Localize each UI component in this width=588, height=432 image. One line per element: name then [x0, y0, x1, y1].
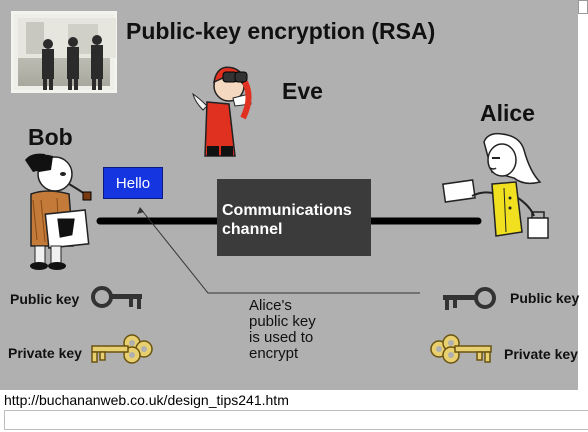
source-url[interactable]: http://buchananweb.co.uk/design_tips241.…	[4, 392, 289, 408]
annotation-pointer	[139, 207, 420, 294]
diagram-title: Public-key encryption (RSA)	[126, 18, 436, 44]
alice-public-key-label: Public key	[510, 290, 580, 306]
bob-public-key-label: Public key	[10, 291, 80, 307]
eve-label: Eve	[282, 78, 323, 104]
encrypt-annotation: Alice's public key is used to encrypt	[249, 298, 316, 362]
annotation-line2: public key	[249, 313, 316, 330]
annotation-line1: Alice's	[249, 297, 292, 314]
slide-right-margin	[578, 0, 588, 390]
hello-message-box: Hello	[103, 167, 163, 199]
bob-reading-icon	[25, 153, 92, 270]
bob-private-key-label: Private key	[8, 345, 82, 361]
alice-label: Alice	[480, 100, 535, 126]
channel-text-line1: Communications	[222, 202, 352, 219]
alice-private-key-label: Private key	[504, 346, 578, 362]
eavesdropper-binoculars-icon	[192, 66, 252, 157]
bob-private-key-icon	[91, 334, 153, 364]
communications-channel-box: Communications channel	[217, 179, 371, 256]
bob-public-key-icon	[91, 286, 142, 309]
bob-label: Bob	[28, 124, 73, 150]
pointer-arrowhead	[137, 207, 144, 214]
alice-letter-icon	[442, 132, 549, 239]
connection-lines	[96, 207, 482, 294]
alice-public-key-icon	[443, 287, 496, 310]
hello-message-text: Hello	[115, 174, 151, 192]
annotation-line4: encrypt	[249, 345, 299, 362]
footer-box	[4, 410, 588, 430]
alice-private-key-icon	[430, 334, 492, 364]
photo-people-icon	[18, 18, 116, 90]
inventors-photo	[11, 11, 117, 93]
annotation-line3: is used to	[249, 329, 314, 346]
channel-text-line2: channel	[222, 221, 283, 238]
